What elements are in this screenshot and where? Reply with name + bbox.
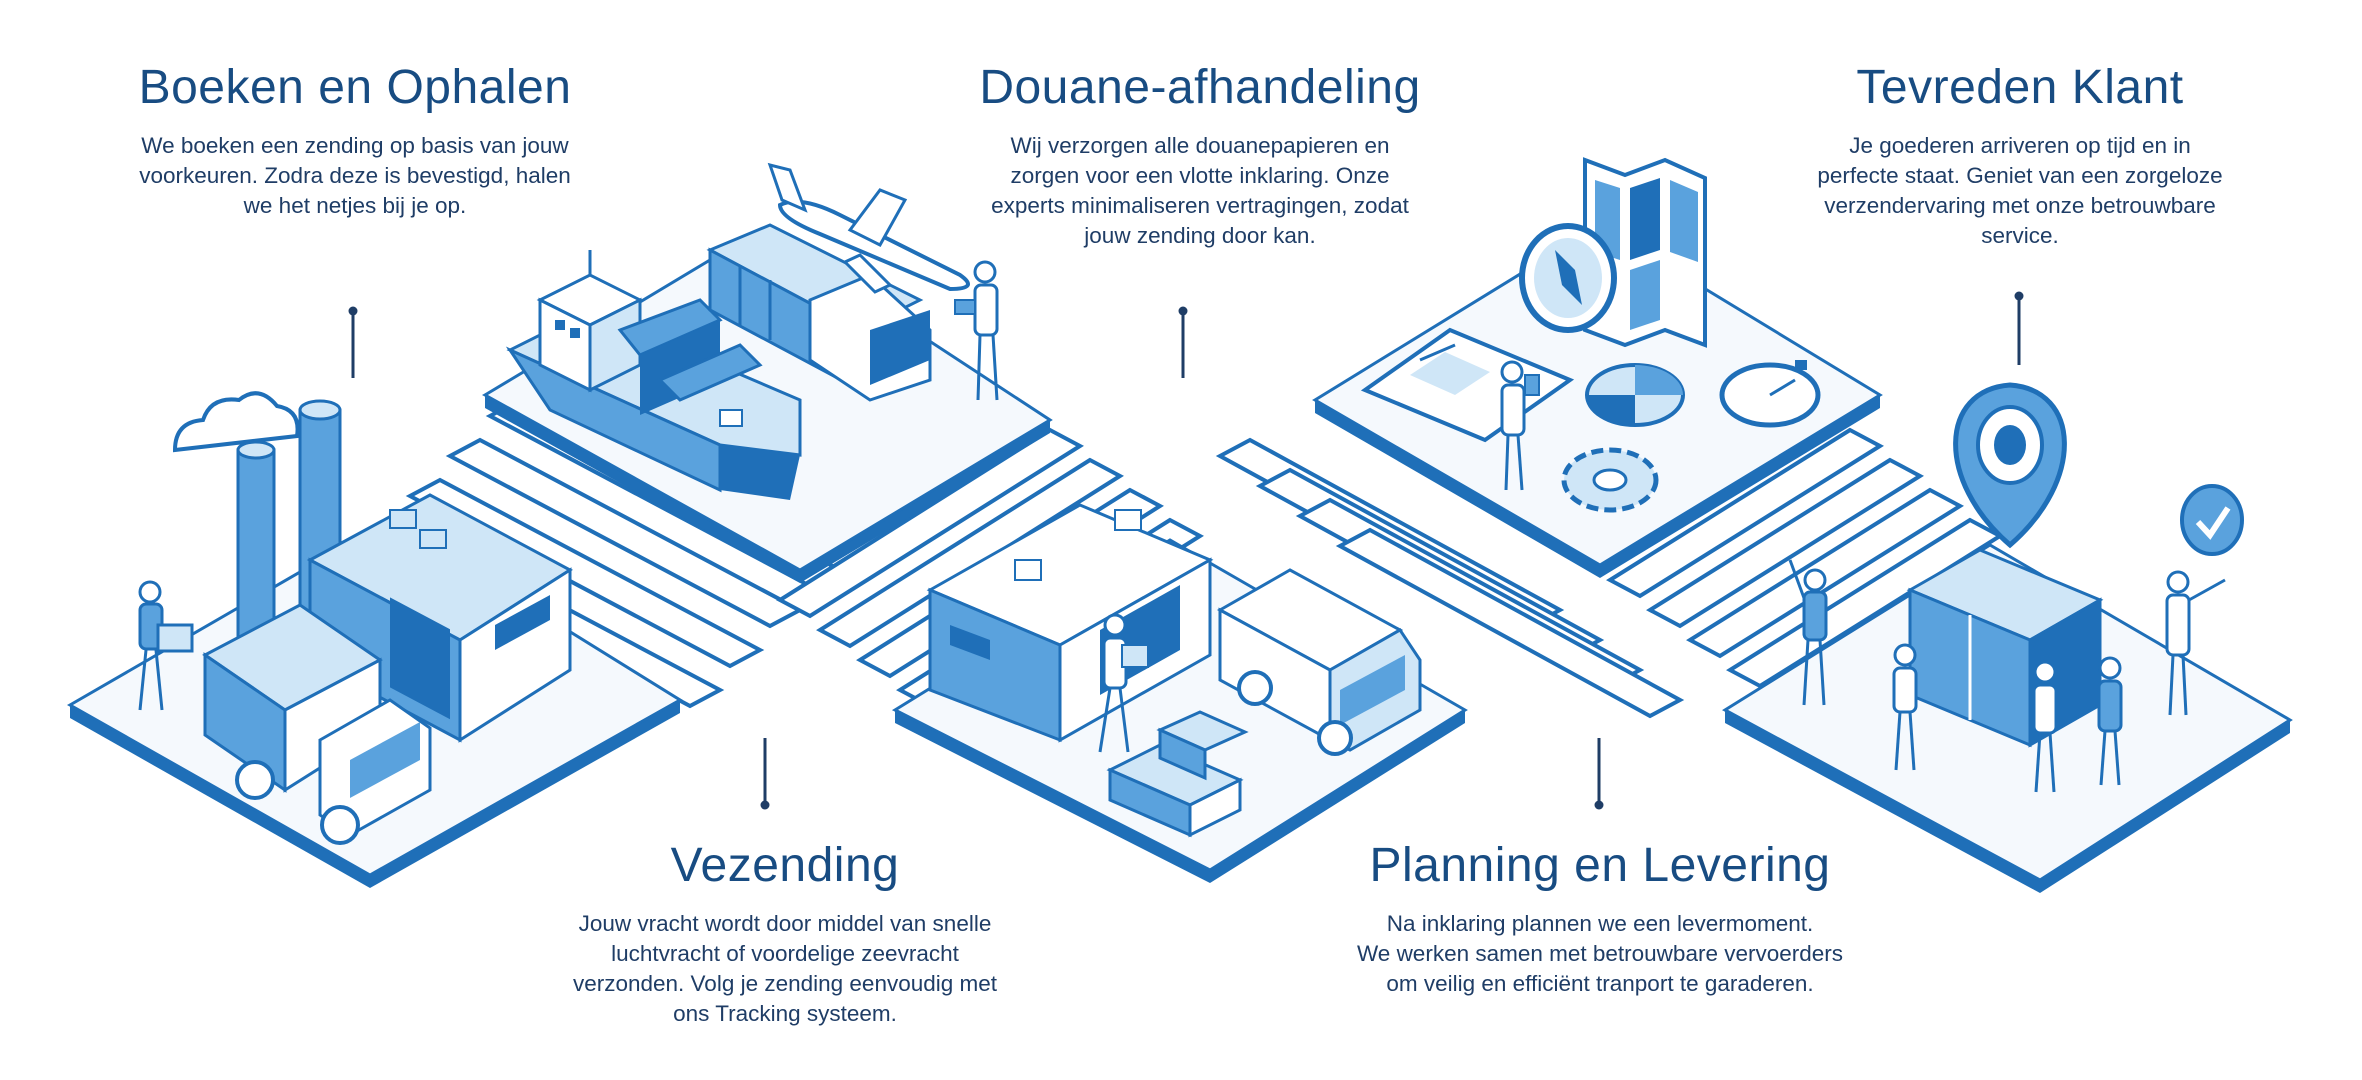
step-booking: Boeken en Ophalen We boeken een zending …	[55, 60, 655, 221]
checkmark-icon	[2180, 484, 2244, 556]
person-with-tablet	[1500, 360, 1540, 491]
pie-chart-icon	[1585, 363, 1685, 427]
platform-shipping	[482, 162, 1053, 583]
location-pin-icon	[1953, 382, 2067, 549]
delivery-van-icon	[1216, 568, 1422, 756]
step-description: Na inklaring plannen we een levermoment.…	[1356, 911, 1844, 996]
package-stack	[1106, 710, 1249, 838]
ship-icon	[505, 250, 802, 500]
step-title: Tevreden Klant	[1856, 61, 2184, 114]
factory-icon	[236, 399, 573, 743]
gear-icon	[1561, 447, 1659, 513]
platform-delivery	[1722, 382, 2293, 893]
platform-planning	[1312, 157, 1883, 578]
cloud-icon	[172, 391, 300, 453]
step-description: Jouw vracht wordt door middel van snelle…	[572, 911, 998, 1026]
worker-figure-clipboard	[954, 260, 999, 401]
step-description: Wij verzorgen alle douanepapieren en zor…	[991, 133, 1409, 248]
truck-icon	[202, 603, 432, 845]
pin-connectors	[348, 291, 2024, 810]
worker-figure	[138, 580, 194, 711]
step-planning: Planning en Levering Na inklaring planne…	[1270, 838, 1930, 999]
step-customs: Douane-afhandeling Wij verzorgen alle do…	[890, 60, 1510, 251]
step-description: Je goederen arriveren op tijd en in perf…	[1817, 133, 2223, 248]
step-description: We boeken een zending op basis van jouw …	[139, 133, 571, 218]
stopwatch-icon	[1719, 360, 1821, 428]
step-title: Planning en Levering	[1369, 839, 1831, 892]
worker-figure-carrying	[1098, 613, 1149, 753]
step-happy-customer: Tevreden Klant Je goederen arriveren op …	[1720, 60, 2320, 251]
container-train	[706, 223, 932, 402]
people-figures	[1788, 559, 2226, 793]
platform-pickup	[66, 391, 683, 888]
step-title: Douane-afhandeling	[979, 61, 1421, 114]
step-shipping: Vezending Jouw vracht wordt door middel …	[470, 838, 1100, 1029]
airplane-icon	[767, 162, 970, 294]
platform-customs	[891, 503, 1468, 883]
step-title: Boeken en Ophalen	[138, 61, 572, 114]
step-title: Vezending	[670, 839, 900, 892]
compass-icon	[1519, 223, 1617, 333]
